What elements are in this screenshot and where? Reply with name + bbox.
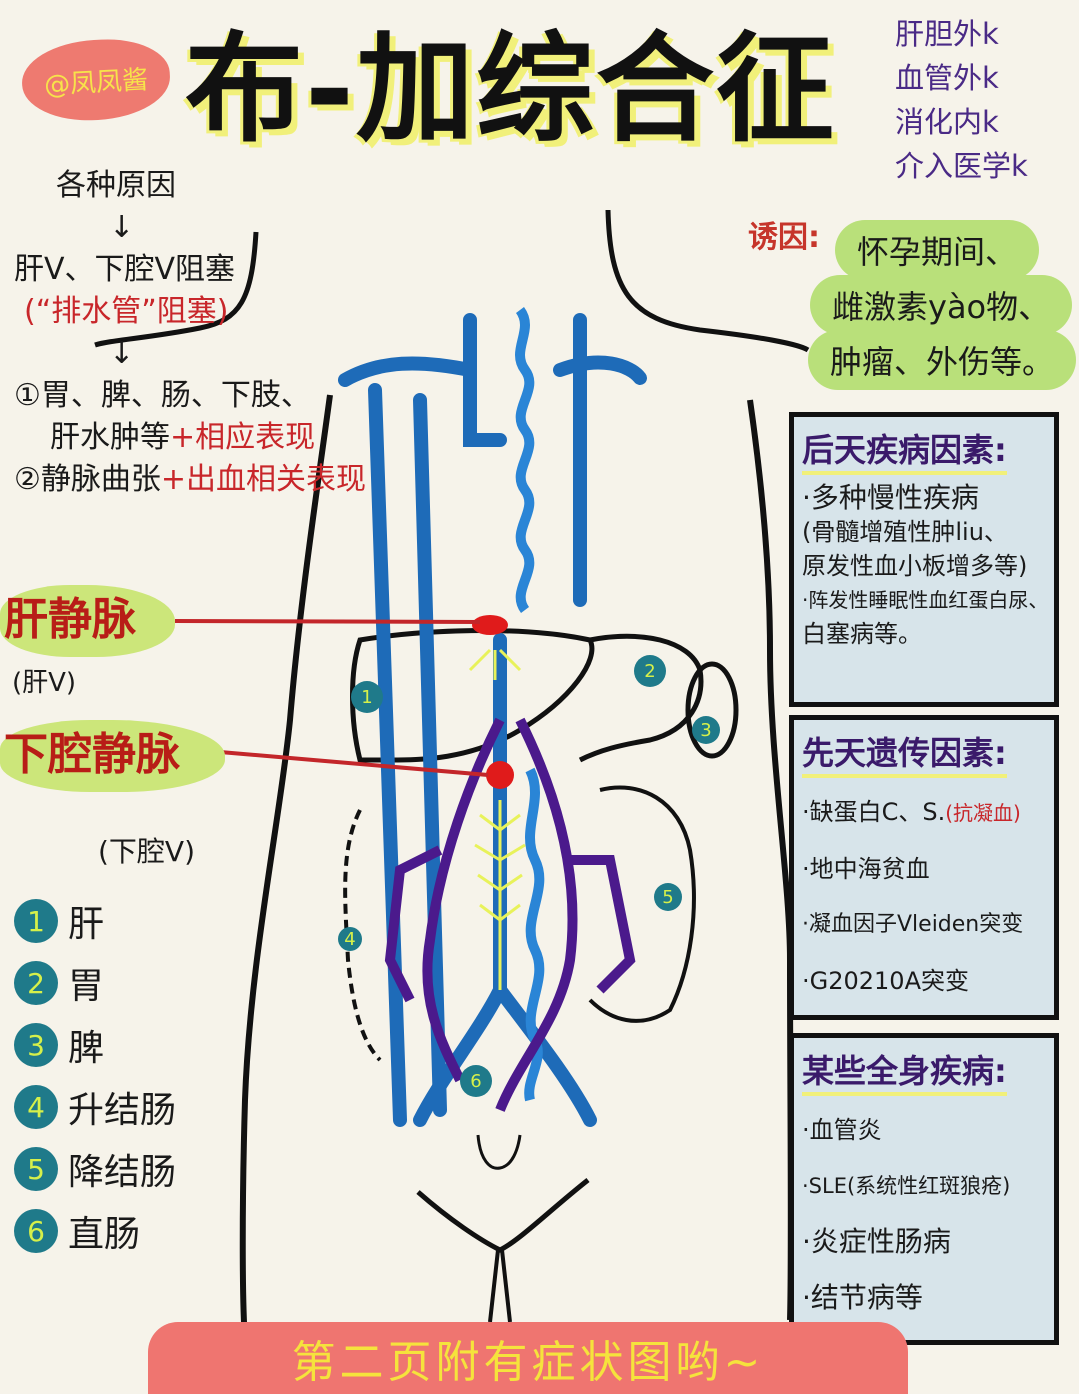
acquired-factors-title: 后天疾病因素:: [802, 425, 1007, 475]
systemic-diseases-title: 某些全身疾病:: [802, 1046, 1007, 1096]
factor-item: 白塞病等。: [802, 620, 922, 648]
department-item: 血管外k: [895, 61, 999, 95]
factor-item: ·阵发性睡眠性血红蛋白尿、: [802, 588, 1049, 612]
disease-item: ·SLE(系统性红斑狼疮): [802, 1174, 1011, 1198]
legend-label: 胃: [68, 966, 105, 1007]
footer-text: 第二页附有症状图哟~: [291, 1337, 765, 1388]
analogy-text: (“排水管”阻塞): [24, 294, 229, 329]
svg-text:6: 6: [470, 1071, 481, 1092]
down-arrow-icon: ↓: [109, 336, 135, 371]
congenital-factors-box: 先天遗传因素: ·缺蛋白C、S.(抗凝血) ·地中海贫血 ·凝血因子Vleide…: [789, 715, 1059, 1020]
hepatic-vein-callout: 肝静脉: [0, 585, 175, 657]
factor-text: ·缺蛋白C、S.: [802, 798, 946, 826]
svg-text:1: 1: [361, 687, 372, 708]
departments-list: 肝胆外k 血管外k 消化内k 介入医学k: [895, 12, 1028, 188]
legend-label: 直肠: [68, 1214, 141, 1255]
obstruction-text: 肝V、下腔V阻塞: [14, 252, 236, 287]
pathogenesis-flow: 各种原因 ↓ 肝V、下腔V阻塞 (“排水管”阻塞) ↓ ①胃、脾、肠、下肢、 肝…: [14, 165, 366, 501]
acquired-factors-box: 后天疾病因素: ·多种慢性疾病 (骨髓增殖性肿liu、 原发性血小板增多等) ·…: [789, 412, 1059, 707]
author-handle: @凤凤酱: [43, 64, 149, 101]
systemic-diseases-box: 某些全身疾病: ·血管炎 ·SLE(系统性红斑狼疮) ·炎症性肠病 ·结节病等: [789, 1033, 1059, 1345]
down-arrow-icon: ↓: [109, 210, 135, 245]
factor-item: ·多种慢性疾病: [802, 481, 979, 514]
legend-label: 升结肠: [68, 1090, 177, 1131]
manifestation-2-text: ②静脉曲张: [14, 462, 161, 497]
number-badge: 5: [14, 1147, 58, 1191]
svg-text:4: 4: [344, 929, 355, 950]
disease-item: ·炎症性肠病: [802, 1225, 951, 1258]
congenital-factors-title: 先天遗传因素:: [802, 728, 1007, 778]
hepatic-vein-label: 肝静脉: [4, 594, 136, 645]
body-outline: [94, 231, 259, 348]
trigger-item: 怀孕期间、: [835, 220, 1040, 280]
factor-item: 原发性血小板增多等): [802, 552, 1028, 580]
number-badge: 2: [14, 961, 58, 1005]
disease-item: ·血管炎: [802, 1116, 882, 1144]
footer-banner: 第二页附有症状图哟~: [148, 1322, 908, 1394]
trigger-item: 雌激素yào物、: [810, 275, 1073, 335]
cause-text: 各种原因: [56, 168, 176, 203]
manifestation-1-line2: 肝水肿等+相应表现: [14, 417, 366, 459]
legend-label: 脾: [68, 1028, 105, 1069]
ivc-sublabel: (下腔V): [98, 835, 196, 868]
legend-label: 肝: [68, 904, 105, 945]
manifestation-1-text: 肝水肿等: [50, 420, 170, 455]
anticoagulant-note: (抗凝血): [945, 801, 1021, 825]
factor-item: ·缺蛋白C、S.(抗凝血): [802, 784, 1046, 841]
legend-label: 降结肠: [68, 1152, 177, 1193]
manifestation-1-suffix: +相应表现: [170, 420, 316, 455]
manifestation-1: ①胃、脾、肠、下肢、: [14, 378, 311, 413]
department-item: 消化内k: [895, 105, 999, 139]
number-badge: 4: [14, 1085, 58, 1129]
number-badge: 1: [14, 899, 58, 943]
manifestation-2-suffix: +出血相关表现: [160, 462, 367, 497]
triggers-label: 诱因:: [748, 220, 820, 255]
factor-item: (骨髓增殖性肿liu、: [802, 518, 1008, 546]
ivc-callout: 下腔静脉: [0, 720, 225, 792]
page-title: 布-加综合征: [185, 20, 836, 158]
trigger-item: 肿瘤、外伤等。: [808, 330, 1077, 390]
number-badge: 6: [14, 1209, 58, 1253]
disease-item: ·结节病等: [802, 1281, 923, 1314]
factor-item: ·地中海贫血: [802, 855, 930, 883]
svg-text:3: 3: [700, 720, 711, 741]
department-item: 肝胆外k: [895, 17, 999, 51]
svg-text:2: 2: [644, 661, 655, 682]
factor-item: ·凝血因子Vleiden突变: [802, 912, 1024, 937]
department-item: 介入医学k: [895, 149, 1028, 183]
hepatic-vein-sublabel: (肝V): [12, 668, 77, 698]
factor-item: ·G20210A突变: [802, 967, 969, 995]
svg-text:5: 5: [662, 887, 673, 908]
number-badge: 3: [14, 1023, 58, 1067]
manifestation-2: ②静脉曲张+出血相关表现: [14, 459, 366, 501]
ivc-label: 下腔静脉: [4, 729, 180, 780]
